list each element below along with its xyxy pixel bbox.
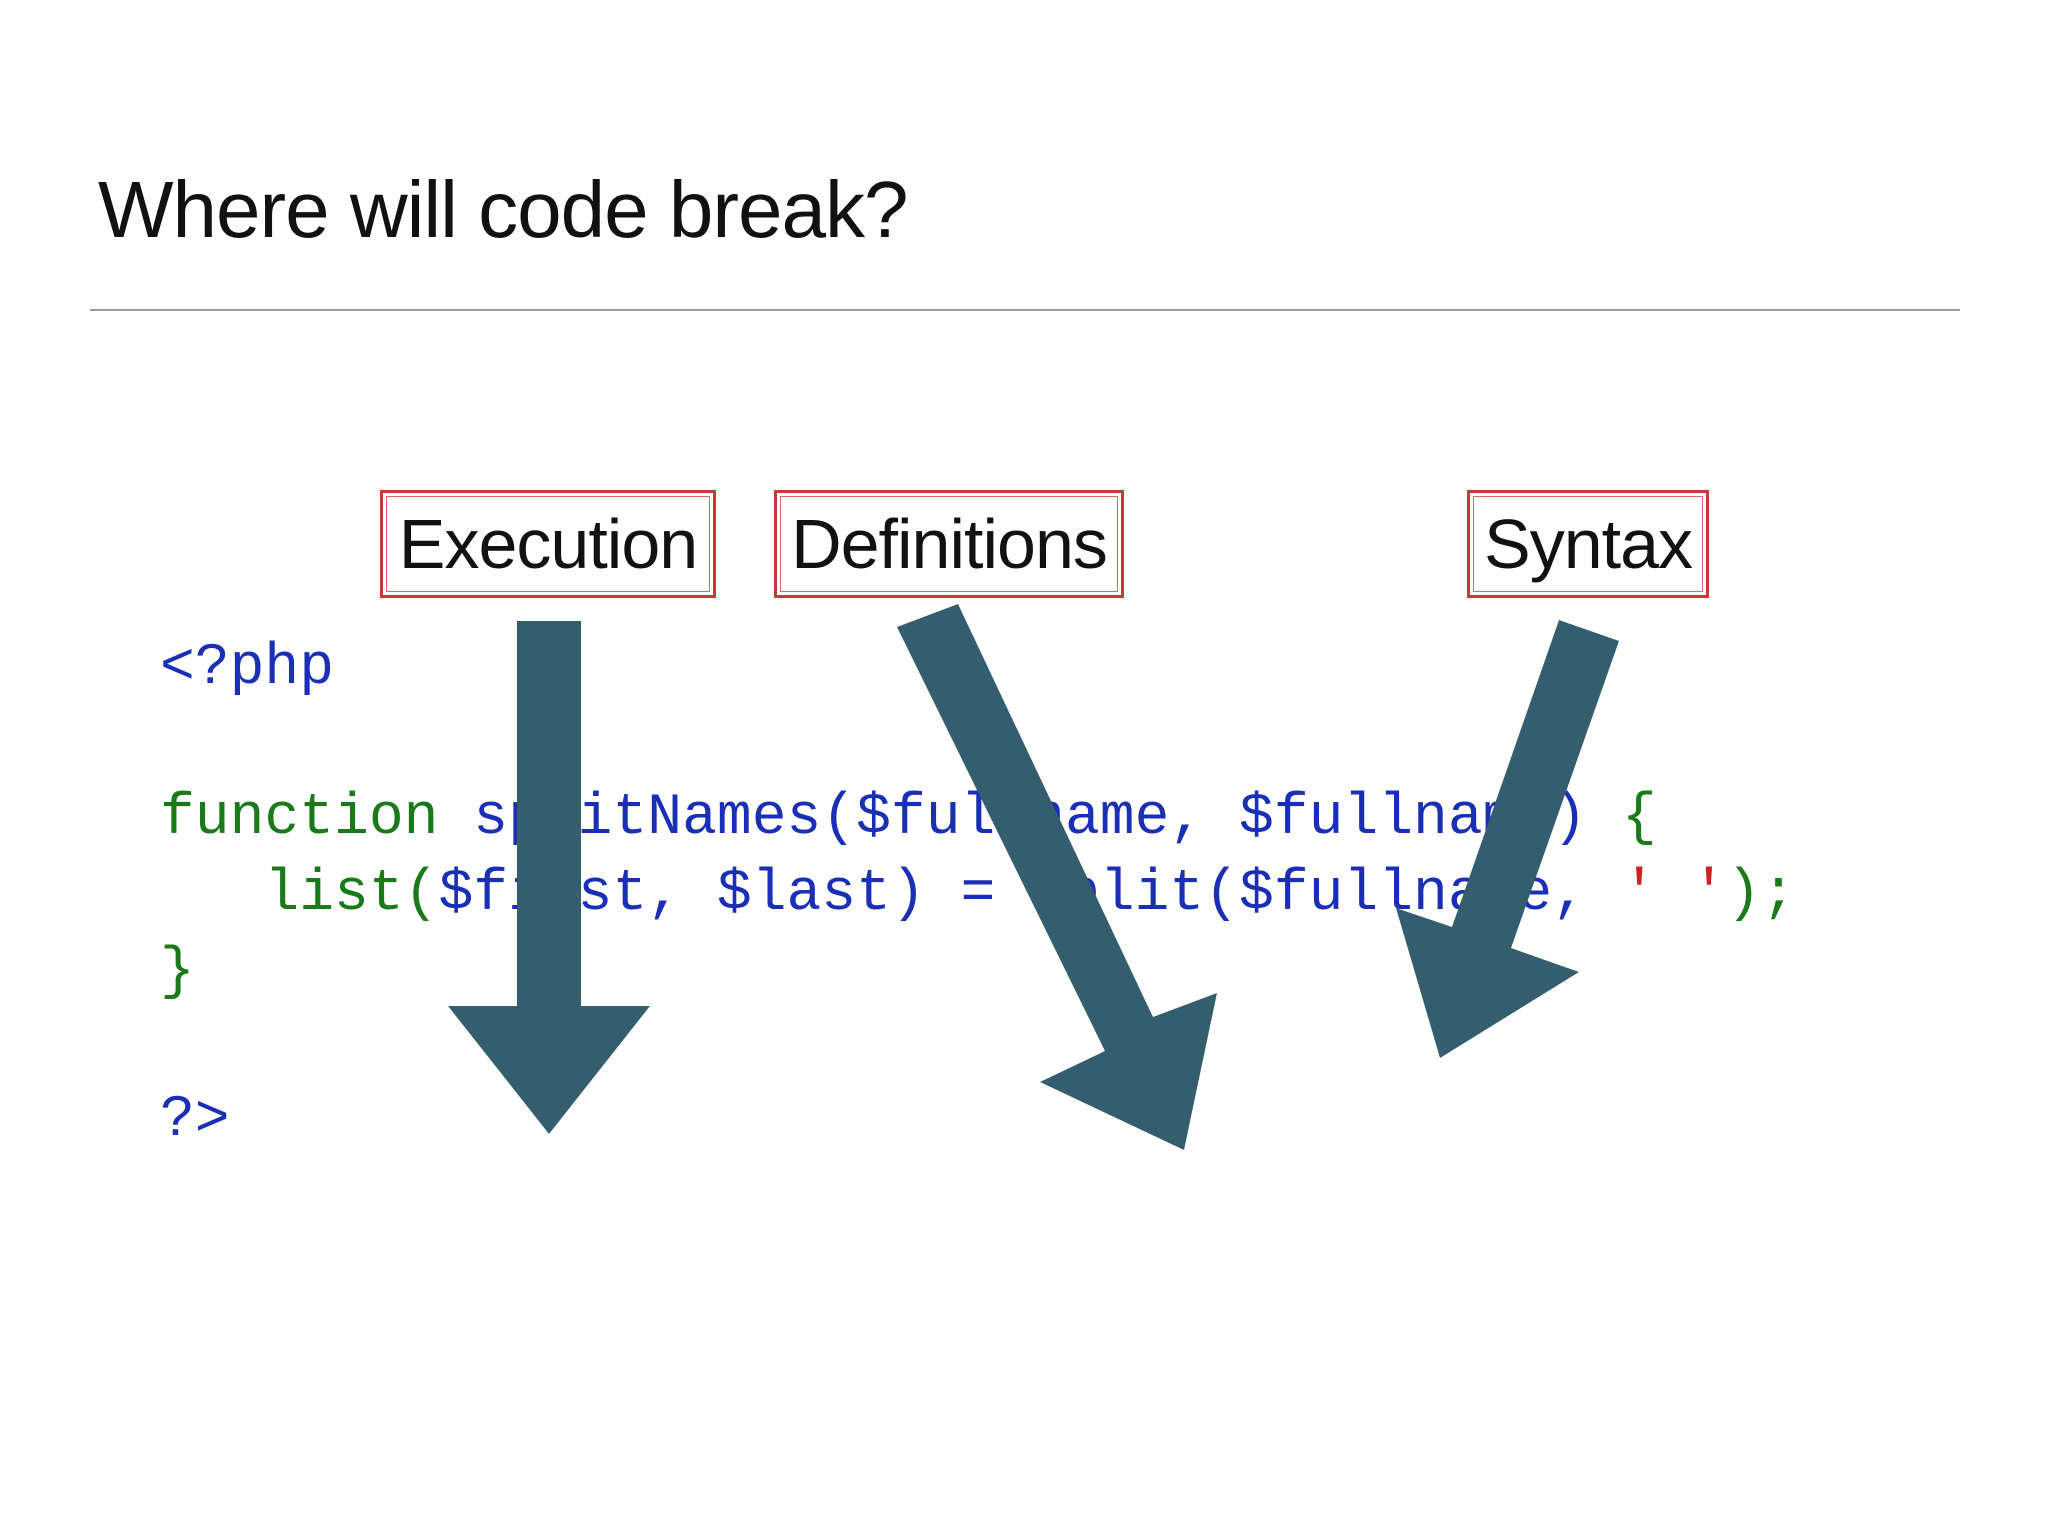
label-execution: Execution xyxy=(380,490,716,598)
code-string-literal: ' ' xyxy=(1621,862,1727,927)
code-open-brace: { xyxy=(1621,786,1657,851)
code-keyword-function: function xyxy=(160,786,474,851)
code-statement-end: ); xyxy=(1726,862,1796,927)
label-definitions: Definitions xyxy=(774,490,1124,598)
label-definitions-text: Definitions xyxy=(791,505,1108,583)
code-line-close-brace: } xyxy=(160,940,195,1005)
code-line-function: function splitNames($fullname, $fullname… xyxy=(160,790,1657,848)
title-divider xyxy=(90,309,1960,311)
label-syntax-text: Syntax xyxy=(1484,505,1693,583)
arrow-down-left-icon xyxy=(1396,620,1619,1058)
label-syntax: Syntax xyxy=(1467,490,1709,598)
code-list-call: list( xyxy=(264,862,439,927)
slide-title: Where will code break? xyxy=(98,165,908,254)
code-function-signature: splitNames($fullname, $fullname) xyxy=(473,786,1588,851)
code-line-open-tag: <?php xyxy=(160,636,335,701)
label-execution-text: Execution xyxy=(398,505,698,583)
arrow-down-icon xyxy=(448,621,650,1134)
arrow-down-right-icon xyxy=(897,604,1217,1150)
code-line-close-tag: ?> xyxy=(160,1088,230,1153)
